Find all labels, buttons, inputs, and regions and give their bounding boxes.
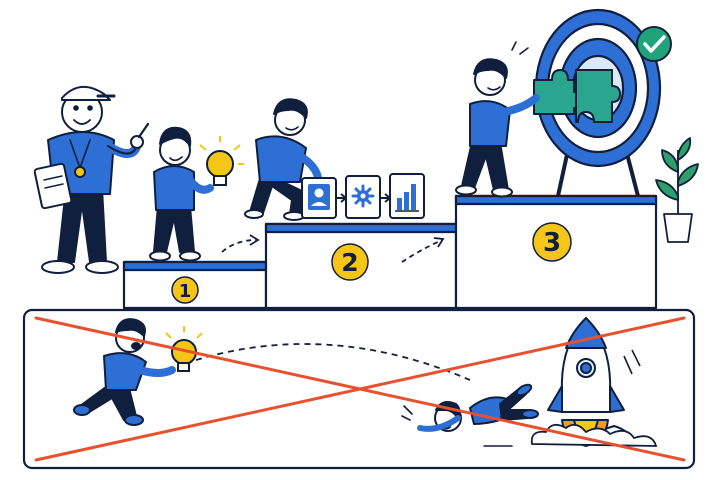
boy-placing-puzzle [455, 41, 540, 198]
step-3-top [454, 194, 658, 206]
step-badge-2: 2 [331, 243, 369, 281]
card-arrow-1 [337, 193, 348, 203]
checkmark-icon [636, 26, 672, 62]
step-arrow-2-3 [401, 237, 445, 263]
step-arrow-1-2 [221, 234, 260, 253]
user-icon [314, 188, 324, 198]
running-boy [73, 318, 176, 426]
whistle-icon [74, 166, 86, 178]
cap-icon [61, 86, 111, 101]
jump-arc [195, 343, 471, 381]
step-2-block [264, 222, 458, 310]
boy-with-idea [149, 126, 214, 262]
step-number-1: 1 [179, 281, 192, 302]
step-badge-1: 1 [171, 276, 199, 304]
boy-building-process [244, 98, 322, 221]
wrong-approach-panel [22, 308, 696, 470]
step-badge-3: 3 [532, 222, 572, 262]
cross-out-x [34, 316, 686, 462]
process-cards [301, 173, 425, 219]
bar-chart-icon [397, 184, 416, 210]
plant-icon [655, 137, 699, 243]
lightbulb-icon [199, 136, 244, 186]
smoke-cloud [530, 423, 658, 447]
card-gear [345, 175, 381, 219]
card-user [301, 177, 337, 219]
step-number-3: 3 [543, 228, 561, 258]
step-2-top [264, 222, 458, 234]
card-arrow-2 [381, 193, 392, 203]
step-1-top [122, 260, 268, 272]
puzzle-pieces [533, 69, 621, 123]
step-number-2: 2 [341, 248, 358, 277]
card-chart [389, 173, 425, 219]
coach-figure [33, 86, 150, 274]
puzzle-icon-right [575, 69, 621, 123]
